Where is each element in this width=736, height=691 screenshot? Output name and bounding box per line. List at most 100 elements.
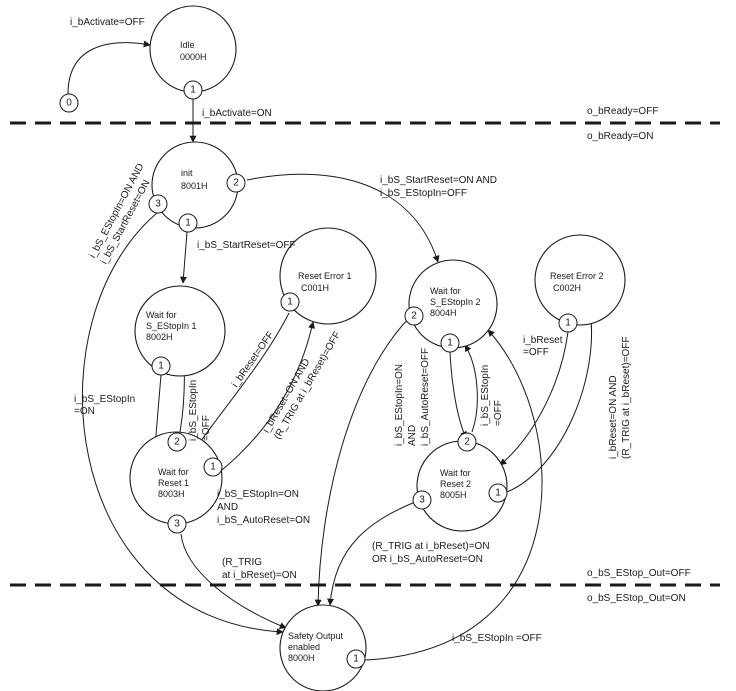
edge-wait-estop1-to-wait-reset1 [152,374,162,448]
state-wait-reset2-code: 8005H [440,490,467,500]
edge-reset-error1-to-wait-reset1 [197,312,290,446]
svg-text:0: 0 [66,98,72,109]
port-wait-estop2-2: 2 [404,306,424,326]
port-reset-error2-1: 1 [558,313,578,333]
port-reset-error1-1: 1 [280,292,300,312]
svg-text:1: 1 [287,297,293,308]
label-activate-on: i_bActivate=ON [202,108,272,119]
svg-text:1: 1 [447,338,453,349]
state-reset-error2-code: C002H [553,283,581,293]
port-start-0: 0 [59,93,79,113]
label-breset-off-2a: i_bReset [523,335,563,346]
label-start-reset-off: i_bS_StartReset=OFF [197,240,296,251]
label-start-reset-on-1: i_bS_StartReset=ON AND [380,175,497,186]
port-wait-reset1-2: 2 [167,432,187,452]
edge-init-to-wait-estop1 [180,231,188,284]
label-autoreset-3: i_bS_AutoReset=ON [217,515,310,526]
state-wait-estop1: Wait for S_EStopIn 1 8002H [134,285,226,377]
label-rtrig-1a: (R_TRIG [222,557,262,568]
state-wait-estop1-name2: S_EStopIn 1 [146,321,197,331]
state-reset-error1-code: C001H [301,283,329,293]
label-breset-on-trig-1b: (R_TRIG at i_bReset)=OFF [272,330,343,442]
state-idle-code: 0000H [180,52,207,62]
port-wait-reset2-2: 2 [457,432,477,452]
label-estop-off-1a: i_bS_EStopIn [188,380,199,441]
edge-init-to-safety [82,211,284,636]
label-breset-on-trig-2b: (R_TRIG at i_bReset)=OFF [621,336,632,459]
state-idle: Idle 0000H [149,5,237,93]
edge-init-to-wait-estop2 [246,173,440,263]
state-reset-error2-name: Reset Error 2 [550,271,604,281]
label-autoreset-1: i_bS_EStopIn=ON [217,489,299,500]
state-safety-name1: Safety Output [288,631,344,641]
port-idle-1: 1 [183,80,203,100]
svg-text:3: 3 [155,199,161,210]
svg-text:2: 2 [411,311,417,322]
label-activate-off: i_bActivate=OFF [70,17,145,28]
edge-reset-error2-to-wait-reset2 [499,331,569,466]
label-estop-off-2b: =OFF [493,400,504,426]
port-wait-estop2-1: 1 [440,333,460,353]
ready-off-label: o_bReady=OFF [587,106,658,117]
edge-wait-estop2-to-safety [314,317,410,607]
svg-text:1: 1 [353,654,359,665]
svg-text:1: 1 [158,361,164,372]
state-wait-estop2: Wait for S_EStopIn 2 8004H [408,259,498,349]
label-breset-on-trig-2a: i_bReset=ON AND [608,375,619,459]
svg-text:1: 1 [565,318,571,329]
state-reset-error1-name: Reset Error 1 [298,271,352,281]
state-wait-estop2-code: 8004H [430,308,457,318]
label-autoreset-off-1: i_bS_EStopIn=ON [394,364,405,446]
svg-text:1: 1 [210,462,216,473]
edge-safety-to-wait-estop2 [364,329,543,661]
state-wait-estop2-name1: Wait for [430,286,461,296]
port-wait-reset1-1: 1 [203,457,223,477]
state-init-code: 8001H [181,181,208,191]
label-rtrig-1b: at i_bReset)=ON [222,570,297,581]
label-rtrig-2b: OR i_bS_AutoReset=ON [372,554,483,565]
edge-wait-reset2-to-wait-estop2 [464,344,478,433]
state-init: init 8001H [151,141,239,229]
state-reset-error1: Reset Error 1 C001H [279,227,377,325]
state-safety-code: 8000H [288,653,315,663]
edge-start-to-idle [67,40,151,95]
state-wait-reset1: Wait for Reset 1 8003H [129,431,223,525]
port-init-3: 3 [148,194,168,214]
ready-on-label: o_bReady=ON [587,131,653,142]
edge-wait-reset2-to-reset-error2 [506,309,595,493]
port-init-2: 2 [226,173,246,193]
label-estop-off-final: i_bS_EStopIn =OFF [452,633,542,644]
label-autoreset-off-2: AND [407,425,418,446]
port-safety-1: 1 [346,649,366,669]
svg-text:3: 3 [174,519,180,530]
svg-text:2: 2 [233,178,239,189]
svg-text:1: 1 [190,85,196,96]
svg-text:2: 2 [174,437,180,448]
port-init-1: 1 [178,213,198,233]
port-wait-estop1-1: 1 [151,356,171,376]
state-wait-estop1-code: 8002H [146,332,173,342]
transitions [67,40,595,661]
label-autoreset-off-3: i_bS_AutoReset=OFF [420,348,431,446]
estop-out-off-label: o_bS_EStop_Out=OFF [587,568,691,579]
state-idle-name: Idle [180,40,195,50]
port-wait-reset2-1: 1 [488,483,508,503]
state-wait-reset2-name1: Wait for [440,468,471,478]
state-init-name: init [181,168,193,178]
state-safety-name2: enabled [288,642,320,652]
svg-text:2: 2 [464,437,470,448]
state-reset-error2: Reset Error 2 C002H [534,234,626,326]
state-safety-output: Safety Output enabled 8000H [279,604,367,691]
label-estop-on-1: i_bS_EStopIn [74,394,135,405]
label-breset-off-2b: =OFF [523,347,549,358]
label-start-reset-on-2: i_bS_EStopIn=OFF [380,188,467,199]
svg-text:1: 1 [185,218,191,229]
state-wait-reset2-name2: Reset 2 [440,479,471,489]
label-estop-off-1b: =OFF [201,415,212,441]
state-wait-estop2-name2: S_EStopIn 2 [430,297,481,307]
state-wait-reset1-code: 8003H [158,489,185,499]
port-wait-reset2-3: 3 [412,490,432,510]
label-estop-off-2a: i_bS_EStopIn [480,365,491,426]
edge-wait-estop2-to-wait-reset2 [449,351,467,439]
